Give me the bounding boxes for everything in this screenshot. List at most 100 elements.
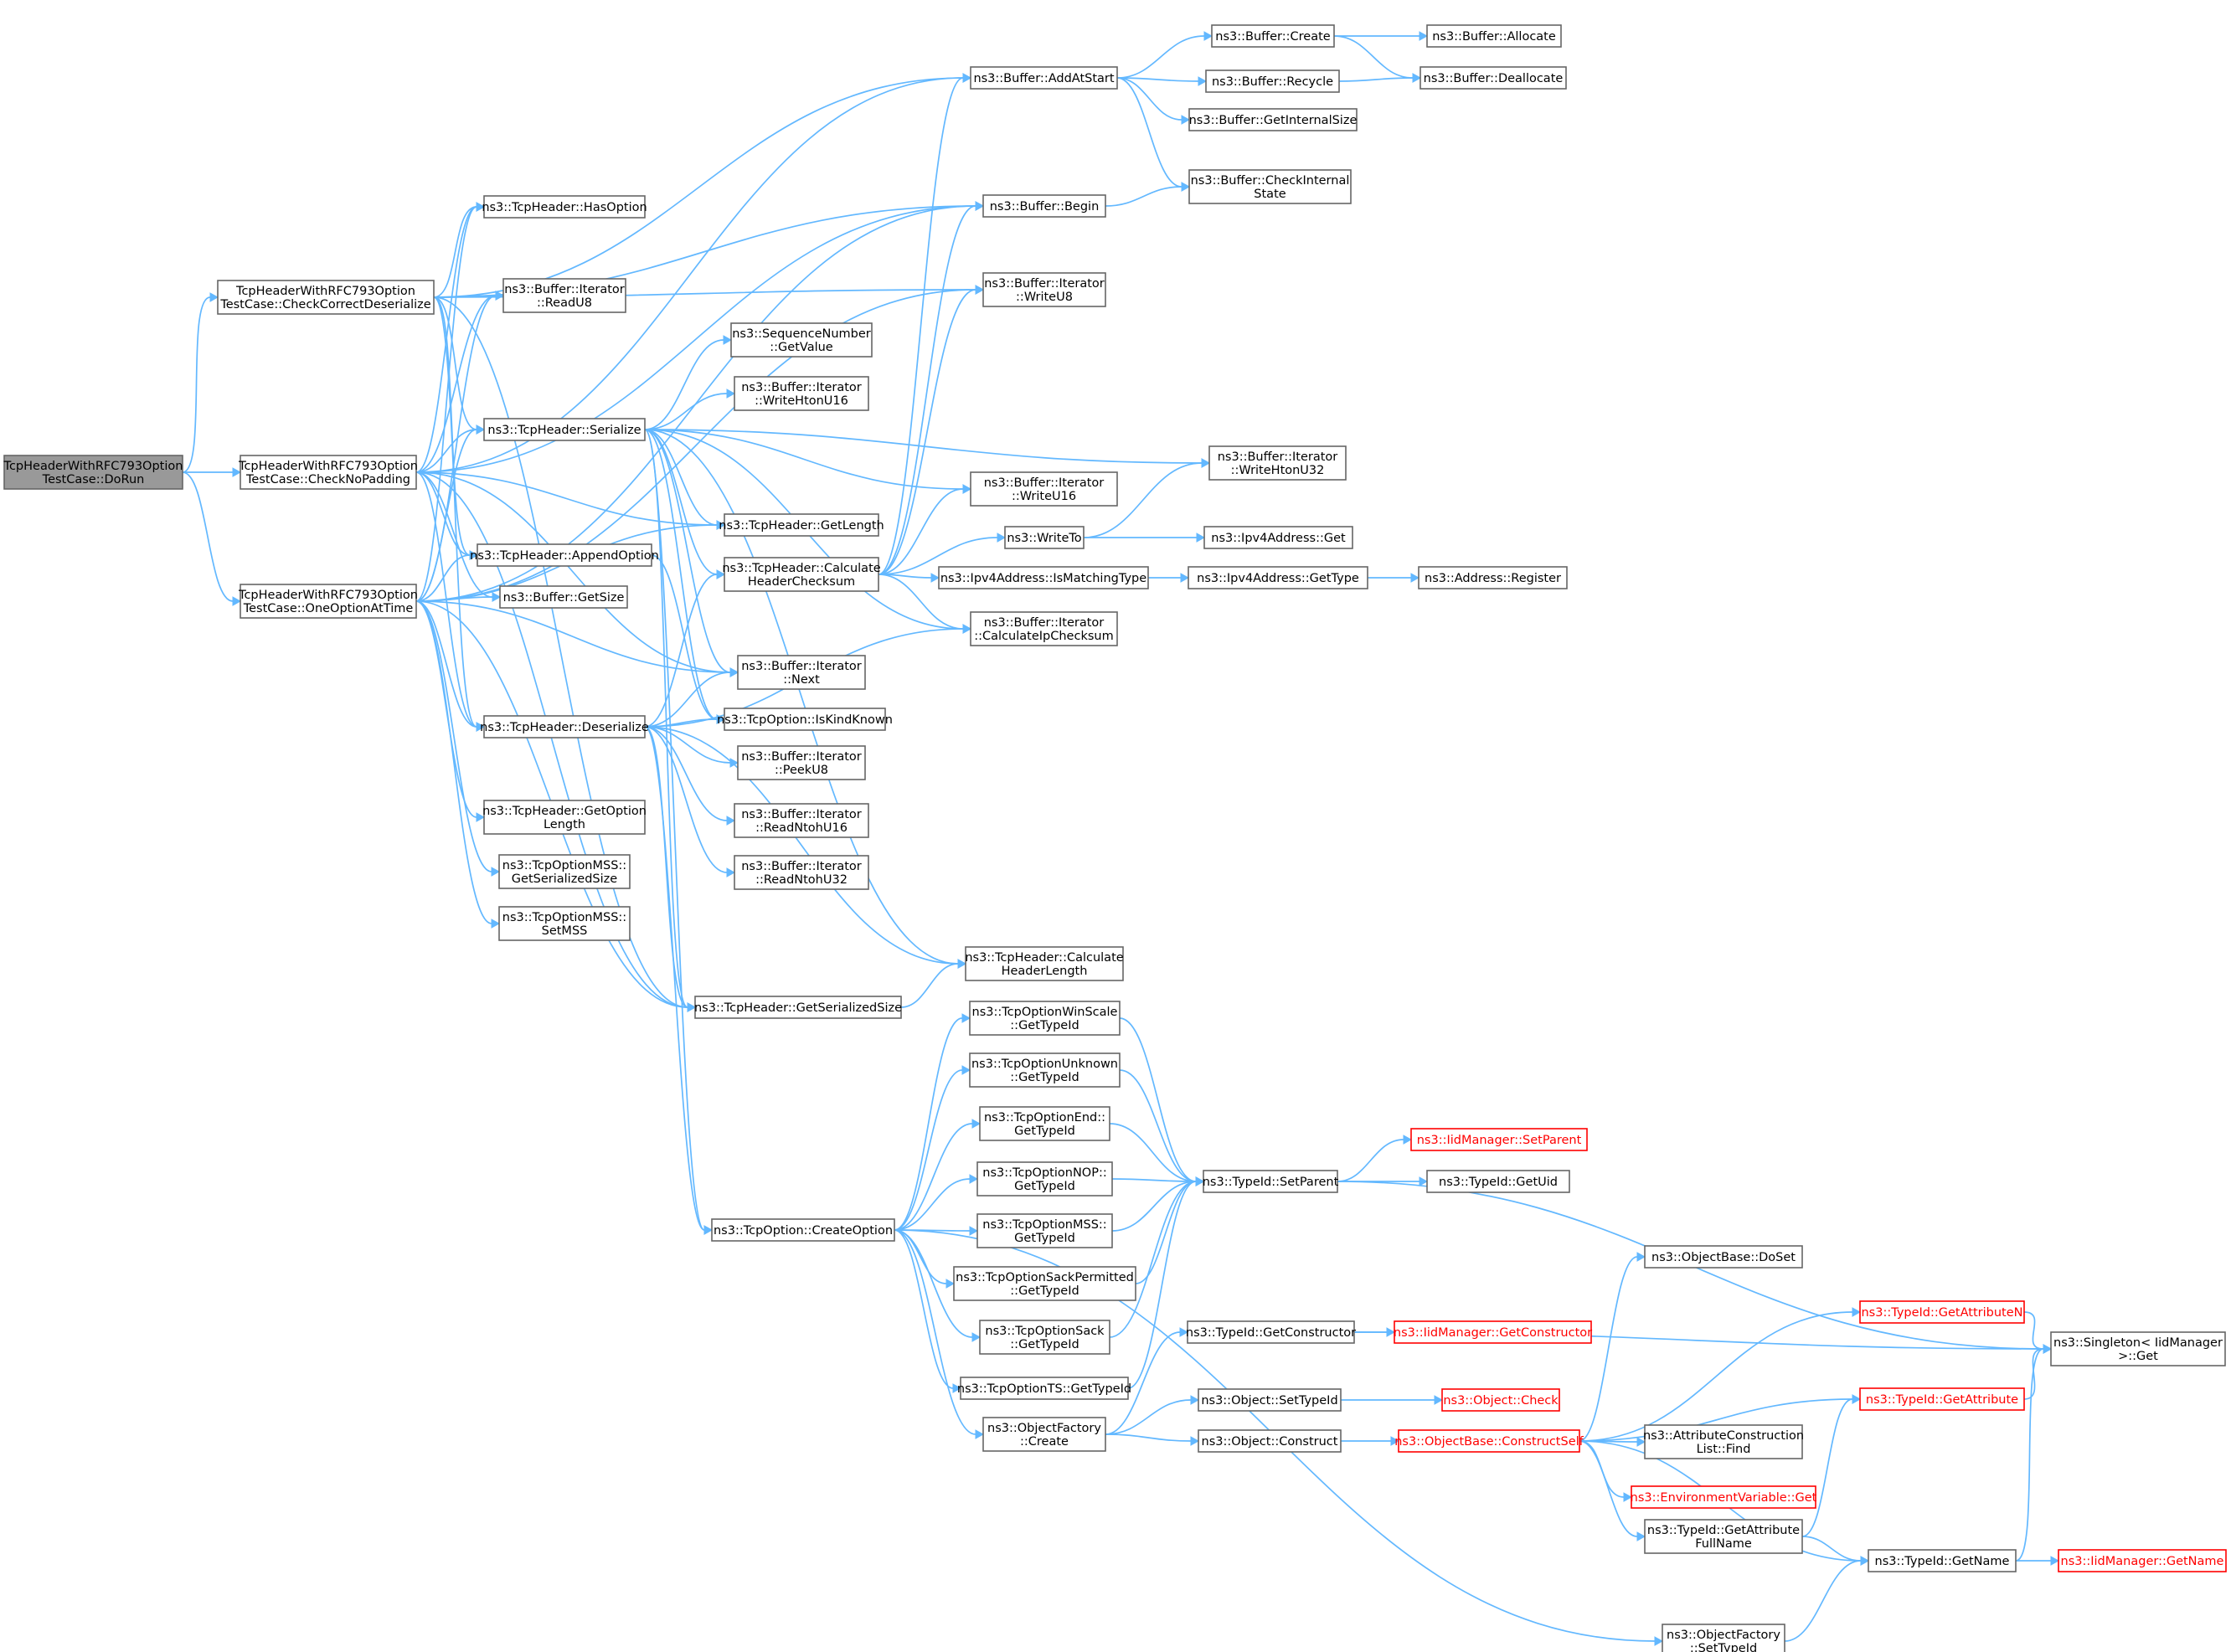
node-mssgss[interactable]: ns3::TcpOptionMSS::GetSerializedSize — [498, 854, 631, 889]
node-singleton[interactable]: ns3::Singleton< IidManager>::Get — [2050, 1331, 2226, 1366]
node-winscale[interactable]: ns3::TcpOptionWinScale::GetTypeId — [969, 1001, 1121, 1036]
node-getattrn[interactable]: ns3::TypeId::GetAttributeN — [1859, 1300, 2025, 1324]
node-box — [970, 611, 1118, 646]
node-readu8[interactable]: ns3::Buffer::Iterator::ReadU8 — [502, 278, 626, 313]
edge-line — [1116, 35, 1205, 79]
node-sackperm[interactable]: ns3::TcpOptionSackPermitted::GetTypeId — [953, 1266, 1136, 1301]
node-readntohu32[interactable]: ns3::Buffer::Iterator::ReadNtohU32 — [734, 855, 869, 890]
node-ipv4ismatch[interactable]: ns3::Ipv4Address::IsMatchingType — [938, 566, 1149, 589]
node-label: ::CalculateIpChecksum — [974, 630, 1113, 643]
node-ballocate[interactable]: ns3::Buffer::Allocate — [1426, 24, 1562, 48]
node-setparent[interactable]: ns3::TypeId::SetParent — [1203, 1170, 1339, 1193]
node-next[interactable]: ns3::Buffer::Iterator::Next — [737, 655, 866, 690]
edge-arrowhead — [962, 624, 972, 634]
node-ooat[interactable]: TcpHeaderWithRFC793OptionTestCase::OneOp… — [238, 584, 418, 619]
node-label: ns3::TcpHeader::AppendOption — [470, 549, 659, 563]
node-objcheck[interactable]: ns3::Object::Check — [1441, 1388, 1560, 1412]
node-label: ns3::ObjectFactory — [1667, 1629, 1780, 1642]
node-iidgetconstructor[interactable]: ns3::IidManager::GetConstructor — [1394, 1320, 1592, 1344]
node-iidsetparent[interactable]: ns3::IidManager::SetParent — [1410, 1128, 1588, 1151]
node-brecycle[interactable]: ns3::Buffer::Recycle — [1205, 69, 1340, 93]
node-readntohu16[interactable]: ns3::Buffer::Iterator::ReadNtohU16 — [734, 803, 869, 838]
edge-arrowhead — [961, 1065, 971, 1075]
node-cnp[interactable]: TcpHeaderWithRFC793OptionTestCase::Check… — [238, 455, 418, 490]
edge-line — [894, 1229, 976, 1435]
node-getserialsize[interactable]: ns3::TcpHeader::GetSerializedSize — [694, 996, 902, 1019]
node-optnop[interactable]: ns3::TcpOptionNOP::GetTypeId — [976, 1161, 1113, 1197]
node-hasopt[interactable]: ns3::TcpHeader::HasOption — [482, 195, 647, 219]
edge-serialize-to-writehtonu16 — [644, 389, 736, 430]
edge-line — [1579, 1311, 1853, 1442]
node-calcipcs[interactable]: ns3::Buffer::Iterator::CalculateIpChecks… — [970, 611, 1118, 646]
node-box — [982, 1417, 1106, 1452]
node-writehtonu16[interactable]: ns3::Buffer::Iterator::WriteHtonU16 — [734, 376, 869, 411]
edge-arrowhead — [232, 596, 242, 606]
node-box — [969, 1001, 1121, 1036]
node-optmss[interactable]: ns3::TcpOptionMSS::GetTypeId — [976, 1213, 1113, 1248]
node-getuid[interactable]: ns3::TypeId::GetUid — [1426, 1170, 1570, 1193]
node-label: ns3::TcpHeader::Calculate — [722, 562, 880, 575]
node-iskindknown[interactable]: ns3::TcpOption::IsKindKnown — [717, 708, 893, 731]
node-appendopt[interactable]: ns3::TcpHeader::AppendOption — [470, 543, 659, 567]
node-msssetmss[interactable]: ns3::TcpOptionMSS::SetMSS — [498, 906, 631, 941]
edge-sackperm-to-setparent — [1135, 1176, 1205, 1284]
edge-line — [644, 429, 718, 575]
node-writehtonu32[interactable]: ns3::Buffer::Iterator::WriteHtonU32 — [1208, 445, 1347, 481]
node-ccd[interactable]: TcpHeaderWithRFC793OptionTestCase::Check… — [217, 280, 435, 315]
edge-arrowhead — [687, 1002, 697, 1012]
node-bcreate[interactable]: ns3::Buffer::Create — [1211, 24, 1335, 48]
node-constructself[interactable]: ns3::ObjectBase::ConstructSelf — [1394, 1429, 1584, 1453]
node-ipv4get[interactable]: ns3::Ipv4Address::Get — [1203, 526, 1353, 549]
node-writeto[interactable]: ns3::WriteTo — [1004, 526, 1085, 549]
node-iidgetname[interactable]: ns3::IidManager::GetName — [2058, 1549, 2227, 1572]
node-box — [970, 66, 1118, 90]
node-envget[interactable]: ns3::EnvironmentVariable::Get — [1631, 1485, 1817, 1509]
node-getlength[interactable]: ns3::TcpHeader::GetLength — [719, 513, 884, 537]
edge-deserialize-to-getserialsize — [644, 726, 697, 1012]
node-ofsettypeid[interactable]: ns3::ObjectFactory::SetTypeId — [1662, 1624, 1785, 1652]
node-optts[interactable]: ns3::TcpOptionTS::GetTypeId — [957, 1377, 1131, 1400]
node-getconstructor[interactable]: ns3::TypeId::GetConstructor — [1186, 1320, 1356, 1344]
node-getname[interactable]: ns3::TypeId::GetName — [1868, 1549, 2017, 1572]
node-sack[interactable]: ns3::TcpOptionSack::GetTypeId — [979, 1320, 1110, 1355]
node-optend[interactable]: ns3::TcpOptionEnd::GetTypeId — [979, 1106, 1110, 1141]
node-doset[interactable]: ns3::ObjectBase::DoSet — [1644, 1245, 1803, 1269]
node-bgetsize[interactable]: ns3::Buffer::GetSize — [499, 585, 628, 609]
node-begin[interactable]: ns3::Buffer::Begin — [982, 194, 1106, 218]
node-box — [1203, 526, 1353, 549]
node-getattr[interactable]: ns3::TypeId::GetAttribute — [1859, 1387, 2025, 1411]
edge-constructself-to-getattrn — [1579, 1307, 1862, 1442]
edge-line — [1801, 1536, 1862, 1562]
node-box — [724, 513, 879, 537]
edge-objconstruct-to-constructself — [1341, 1436, 1400, 1446]
node-seqgetval[interactable]: ns3::SequenceNumber::GetValue — [730, 322, 873, 358]
edge-line — [433, 295, 497, 298]
node-bdeallocate[interactable]: ns3::Buffer::Deallocate — [1419, 66, 1567, 90]
node-label: ns3::TypeId::GetAttributeN — [1861, 1306, 2022, 1320]
edge-line — [433, 206, 477, 298]
node-peeku8[interactable]: ns3::Buffer::Iterator::PeekU8 — [737, 745, 866, 780]
node-deserialize[interactable]: ns3::TcpHeader::Deserialize — [480, 715, 649, 739]
node-objconstruct[interactable]: ns3::Object::Construct — [1198, 1429, 1342, 1453]
node-addatstart[interactable]: ns3::Buffer::AddAtStart — [970, 66, 1118, 90]
node-unknown[interactable]: ns3::TcpOptionUnknown::GetTypeId — [969, 1052, 1121, 1088]
node-writeu8[interactable]: ns3::Buffer::Iterator::WriteU8 — [982, 272, 1106, 307]
node-addrregister[interactable]: ns3::Address::Register — [1418, 566, 1568, 589]
node-bgetinternal[interactable]: ns3::Buffer::GetInternalSize — [1188, 108, 1358, 131]
node-label: ns3::Buffer::CheckInternal — [1191, 174, 1350, 188]
edge-line — [894, 1017, 963, 1231]
node-objsettypeid[interactable]: ns3::Object::SetTypeId — [1198, 1388, 1342, 1412]
node-serialize[interactable]: ns3::TcpHeader::Serialize — [483, 418, 646, 441]
edge-line — [1116, 77, 1182, 188]
node-writeu16[interactable]: ns3::Buffer::Iterator::WriteU16 — [970, 471, 1118, 507]
node-ofcreate[interactable]: ns3::ObjectFactory::Create — [982, 1417, 1106, 1452]
node-ipv4gettype[interactable]: ns3::Ipv4Address::GetType — [1188, 566, 1368, 589]
node-createoption[interactable]: ns3::TcpOption::CreateOption — [711, 1218, 895, 1242]
